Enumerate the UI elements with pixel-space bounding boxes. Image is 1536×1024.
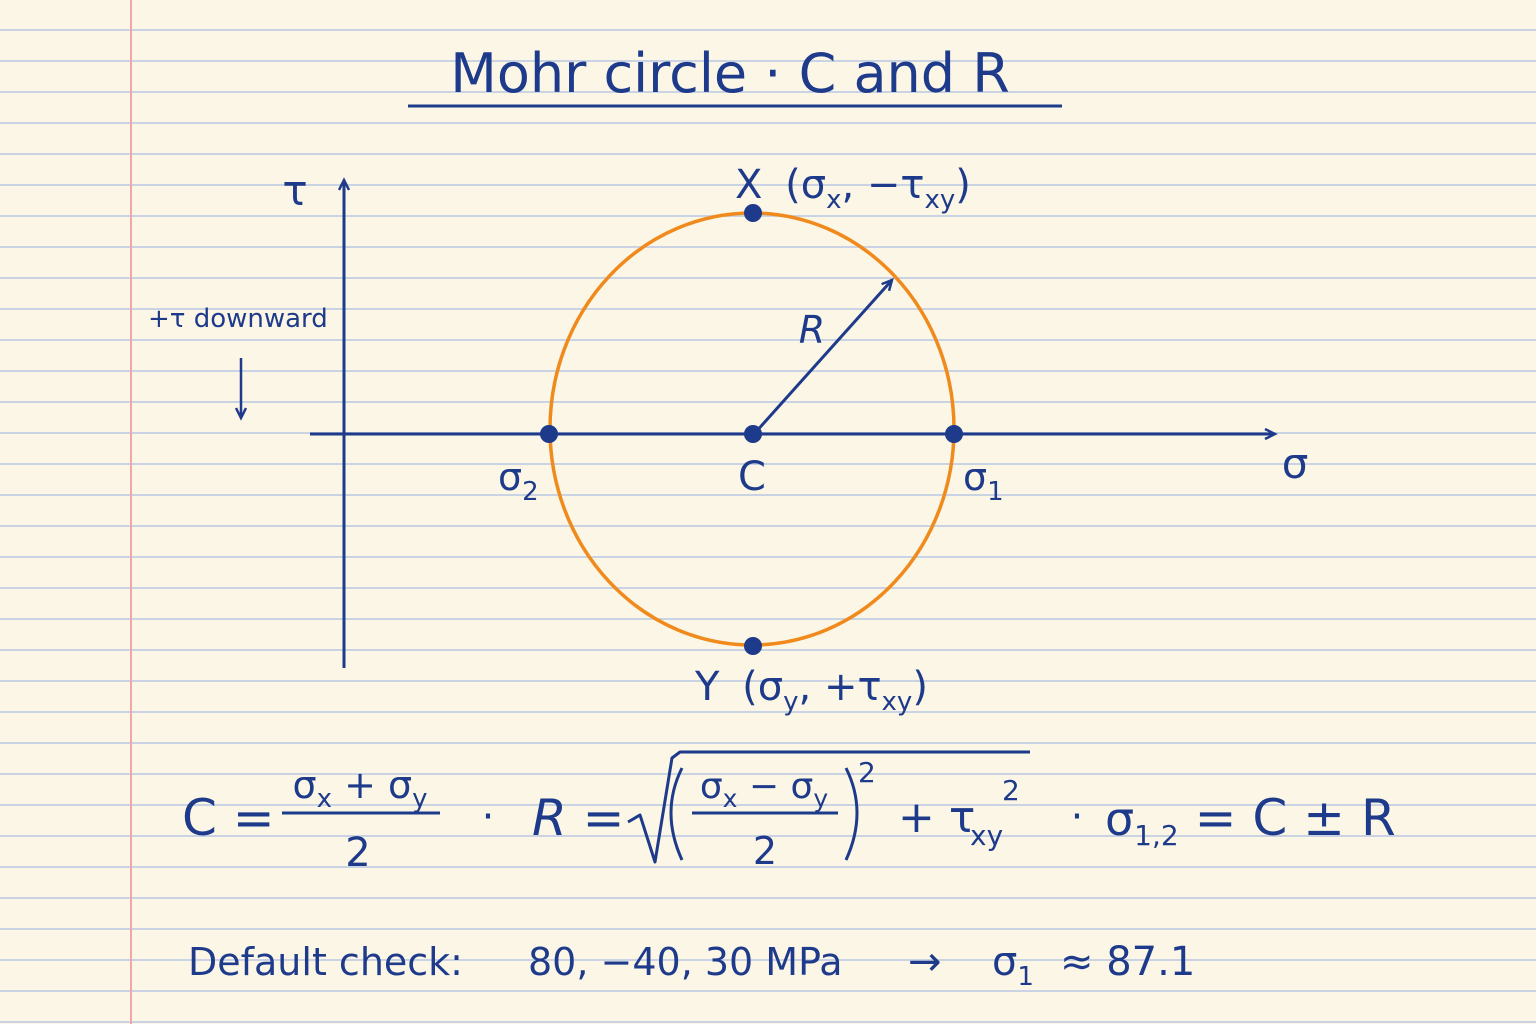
sigma1-label: σ1	[963, 455, 1004, 507]
x-point-label: X (σx, −τxy)	[735, 162, 971, 215]
c-numerator: σx + σy	[293, 763, 428, 814]
check-result: ≈ 87.1	[1060, 939, 1195, 985]
page-title: Mohr circle · C and R	[450, 42, 1010, 105]
sigma2-label: σ2	[498, 455, 539, 507]
tau-direction-note: +τ downward	[148, 304, 328, 334]
check-arrow: →	[908, 939, 942, 985]
principal-stress-formula: σ1,2 = C ± R	[1105, 789, 1396, 852]
tau-axis-label: τ	[282, 166, 307, 215]
left-paren	[669, 767, 684, 861]
y-point-label: Y (σy, +τxy)	[694, 664, 928, 717]
sqrt-sign	[627, 750, 1030, 864]
r-equals: R =	[532, 789, 625, 847]
point-sigma1	[945, 425, 963, 443]
point-sigma2	[540, 425, 558, 443]
notebook-margin-line	[130, 0, 132, 1024]
radius-label: R	[799, 308, 825, 352]
square-exponent: 2	[858, 756, 876, 789]
tau-square-exponent: 2	[1002, 774, 1020, 807]
c-equals: C =	[182, 789, 275, 847]
point-center	[744, 425, 762, 443]
check-values: 80, −40, 30 MPa	[528, 940, 843, 984]
sigma-axis-label: σ	[1282, 439, 1309, 488]
center-label: C	[738, 454, 766, 500]
radius-arrow	[752, 280, 892, 436]
formula-row: C = σx + σy 2 · R = σx − σy 2 2 + τ xy 2…	[182, 750, 1396, 876]
separator-2: ·	[1071, 794, 1084, 840]
r-numerator: σx − σy	[700, 766, 829, 813]
check-sigma1: σ1	[992, 939, 1034, 992]
point-x	[744, 204, 762, 222]
separator-1: ·	[482, 794, 495, 840]
point-y	[744, 637, 762, 655]
default-check-row: Default check: 80, −40, 30 MPa → σ1 ≈ 87…	[188, 939, 1195, 992]
plus-tau: + τ	[898, 792, 975, 843]
c-denominator: 2	[345, 830, 370, 876]
r-denominator: 2	[753, 829, 777, 873]
tau-subscript: xy	[970, 819, 1003, 852]
check-label: Default check:	[188, 940, 463, 984]
right-paren	[844, 767, 859, 861]
